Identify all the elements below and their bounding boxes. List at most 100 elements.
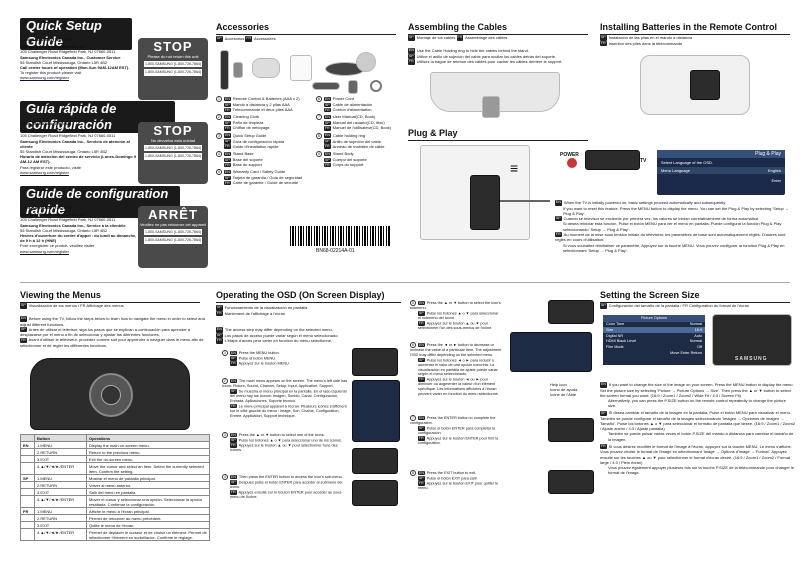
accessory-fr: Guide d'installation rapide xyxy=(232,143,279,149)
ops-operation: Return to the previous menu. xyxy=(86,448,210,456)
tag-sp: SP xyxy=(324,139,331,144)
tag-fr: FR xyxy=(224,162,231,167)
enter-button-icon xyxy=(101,385,121,405)
option-value: Auto xyxy=(694,333,702,338)
accessory-fr: Carte de garantie / Guide de sécurité xyxy=(232,180,299,186)
plug-osd-label: Menu Language xyxy=(661,168,690,174)
company2-fr: Samsung Electronics Canada Inc., Service… xyxy=(20,222,126,228)
cloth-image xyxy=(252,58,280,78)
tag-sp: SP xyxy=(216,305,223,311)
step-fr: Appuyez sur le bouton ▲ ou ▼ pour sélect… xyxy=(418,321,493,330)
tag-sp: SP xyxy=(418,425,425,431)
step-number: 4 xyxy=(222,474,228,480)
accessory-sp: Mando a distancia y 2 pilas AAA xyxy=(232,102,290,107)
tag-en: EN xyxy=(224,133,231,138)
remote-image-plug xyxy=(585,150,640,170)
ops-button: 1.MENU xyxy=(34,507,87,515)
accessory-sp: Base del soporte xyxy=(232,156,263,162)
tag-en: EN xyxy=(418,300,425,306)
accessory-number: 7 xyxy=(316,114,322,121)
tag-en: EN xyxy=(555,200,562,206)
viewing-en: Before using the TV, follow the steps be… xyxy=(20,316,205,327)
plug-osd-title: Plug & Play xyxy=(657,150,785,159)
stop-phone-sp-2: 1-800-SAMSUNG (1-800-726-7864) xyxy=(144,153,202,160)
url-en[interactable]: www.samsung.com/register xyxy=(20,75,69,81)
tag-sp: SP xyxy=(324,102,331,108)
plug-osd-enter: Enter xyxy=(771,178,781,184)
tag-sp: SP xyxy=(418,357,425,363)
osd-sub-sp: Funcionamiento de la visualización en pa… xyxy=(224,305,308,310)
ops-lang xyxy=(20,514,35,522)
option-key: Digital NR xyxy=(606,333,624,338)
tag-en: EN xyxy=(230,474,237,480)
osd-remote-image-8 xyxy=(548,470,594,494)
ops-lang xyxy=(20,521,35,529)
assembling-sp-text: Utilice el anillo de sujeción del cable … xyxy=(416,53,557,59)
tag-sp: SP xyxy=(600,35,607,41)
help-sp: Icono de ayuda xyxy=(550,387,578,393)
url-sp[interactable]: www.samsung.com/register xyxy=(20,169,69,175)
plug-osd-value[interactable]: English xyxy=(767,168,781,174)
osd-note-en: The access step may differ depending on … xyxy=(224,327,333,332)
osd-remote-image-3 xyxy=(352,448,398,474)
ops-lang xyxy=(20,448,35,456)
ops-lang: SP xyxy=(20,474,35,482)
accessory-en: Quick Setup Guide xyxy=(232,132,267,138)
plug-title: Plug & Play xyxy=(408,128,588,142)
ops-lang xyxy=(20,488,35,496)
option-value: Normal xyxy=(689,339,702,344)
step-en: Press the ▲ or ▼ button to select one of… xyxy=(238,433,325,437)
step-fr: Appuyez ensuite sur le bouton ENTER pour… xyxy=(230,490,343,500)
step-fr: Appuyez sur le bouton ENTER pour finir l… xyxy=(418,436,499,445)
step-en: Then press the ENTER button to access th… xyxy=(238,475,343,479)
accessory-sp: Cable de alimentación xyxy=(332,102,373,107)
stop-text-fr: Veuillez ne pas retourner cet appareil xyxy=(139,222,207,227)
barcode xyxy=(290,226,390,246)
ops-lang xyxy=(20,481,35,489)
osd-remote-image-4 xyxy=(352,480,398,506)
contact-en: 1-800-SAMSUNG (7267864) Samsung Electron… xyxy=(20,37,142,81)
picture-option-row[interactable]: HDMI Black Level Normal xyxy=(603,339,705,345)
remote-closeup-image xyxy=(30,358,190,430)
tag-sp: SP xyxy=(230,356,237,361)
tag-sp: SP xyxy=(418,476,425,481)
power-label: POWER xyxy=(560,152,579,158)
stop-title-sp: STOP xyxy=(153,123,193,138)
step-en: Press the EXIT button to exit. xyxy=(426,471,477,475)
divider xyxy=(20,282,790,283)
step-sp: Pulse los botones ▲ o ▼ para seleccionar… xyxy=(418,311,499,320)
stop-badge-sp: STOP No devuelva esta unidad 1-800-SAMSU… xyxy=(138,122,208,184)
guide-image xyxy=(290,55,312,81)
picture-options-footer: Move Enter Return xyxy=(670,351,702,356)
option-key: HDMI Black Level xyxy=(606,339,637,344)
accessory-fr: Manuel de l'utilisateur(CD, Book) xyxy=(332,125,392,131)
ops-operation: Mostrar el menú de pantalla principal. xyxy=(86,474,210,482)
picture-option-row[interactable]: Digital NR Auto xyxy=(603,333,705,339)
step-sp: Pulse el botón EXIT para salir. xyxy=(426,476,478,481)
url-fr[interactable]: www.samsung.com/register xyxy=(20,248,69,254)
ops-operation: Salir del menú en pantalla. xyxy=(86,488,210,496)
ring-image xyxy=(370,80,382,92)
viewing-sub-text: Visualización de los menús / FR Affichag… xyxy=(28,303,124,308)
tag-fr: FR xyxy=(245,36,253,42)
step-sp: Pulse los botones ◄ o ► para reducir o a… xyxy=(418,358,498,377)
help-fr: Icône de l'Aide xyxy=(550,392,577,398)
power-port-panel xyxy=(470,175,500,230)
phone-fr: 1-800-SAMSUNG (7267864) xyxy=(20,205,72,210)
